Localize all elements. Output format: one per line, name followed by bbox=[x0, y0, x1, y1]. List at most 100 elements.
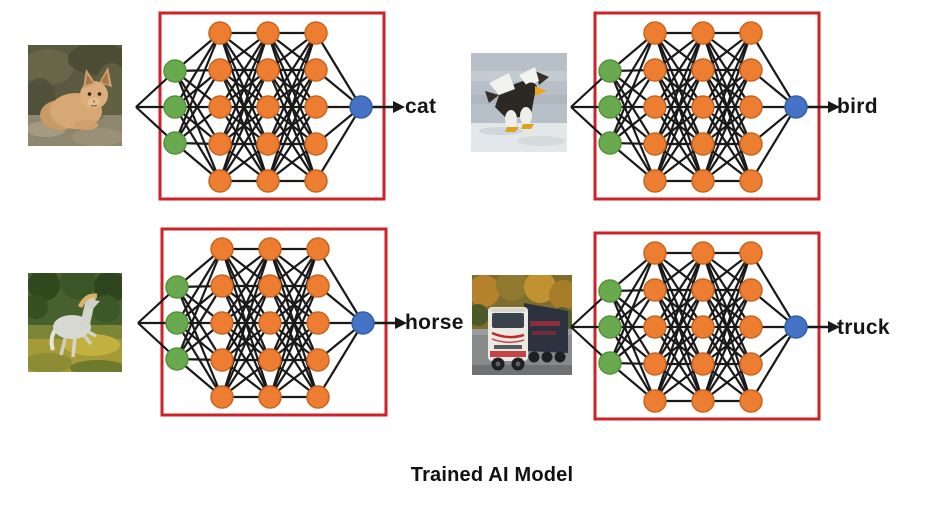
hidden-node bbox=[208, 95, 232, 119]
edge bbox=[654, 32, 704, 108]
hidden-node bbox=[643, 95, 667, 119]
hidden-node bbox=[258, 237, 282, 261]
output-arrowhead bbox=[395, 317, 407, 329]
hidden-node bbox=[643, 132, 667, 156]
input-node bbox=[598, 59, 622, 83]
edge bbox=[267, 32, 317, 108]
hidden-node bbox=[304, 58, 328, 82]
hidden-node bbox=[739, 315, 763, 339]
edge bbox=[315, 32, 362, 108]
hidden-node bbox=[691, 315, 715, 339]
output-node bbox=[784, 95, 808, 119]
hidden-node bbox=[643, 241, 667, 265]
edge bbox=[174, 69, 221, 144]
hidden-node bbox=[306, 311, 330, 335]
hidden-node bbox=[208, 132, 232, 156]
edge bbox=[654, 326, 704, 402]
hidden-node bbox=[210, 311, 234, 335]
output-node bbox=[349, 95, 373, 119]
hidden-node bbox=[306, 385, 330, 409]
edge bbox=[219, 32, 269, 108]
edge bbox=[218, 32, 270, 182]
hidden-node bbox=[739, 241, 763, 265]
edge bbox=[653, 32, 705, 145]
edge bbox=[317, 322, 364, 398]
hidden-node bbox=[739, 132, 763, 156]
edge bbox=[750, 32, 797, 108]
input-node bbox=[598, 351, 622, 375]
input-node bbox=[165, 311, 189, 335]
hidden-node bbox=[691, 389, 715, 413]
edge bbox=[268, 248, 320, 361]
hidden-node bbox=[691, 58, 715, 82]
edge bbox=[221, 322, 271, 398]
edge bbox=[315, 106, 362, 182]
edge bbox=[701, 252, 753, 365]
edge bbox=[268, 285, 320, 398]
edge bbox=[218, 69, 270, 182]
input-node bbox=[163, 131, 187, 155]
cat-photo bbox=[28, 45, 122, 146]
edge bbox=[702, 106, 752, 182]
input-node bbox=[598, 315, 622, 339]
edge bbox=[220, 285, 272, 398]
hidden-node bbox=[210, 385, 234, 409]
bird-network-diagram bbox=[570, 11, 840, 201]
edge bbox=[176, 285, 223, 360]
hidden-node bbox=[258, 311, 282, 335]
edge bbox=[701, 289, 753, 402]
hidden-node bbox=[691, 169, 715, 193]
edge bbox=[267, 106, 317, 182]
edge bbox=[268, 248, 320, 398]
hidden-node bbox=[739, 58, 763, 82]
output-arrowhead bbox=[393, 101, 405, 113]
truck-network-diagram bbox=[570, 231, 840, 421]
input-node bbox=[163, 59, 187, 83]
edge bbox=[218, 32, 270, 145]
hidden-node bbox=[258, 274, 282, 298]
hidden-node bbox=[208, 21, 232, 45]
truck-photo bbox=[472, 275, 572, 375]
hidden-node bbox=[256, 169, 280, 193]
hidden-node bbox=[739, 21, 763, 45]
edge bbox=[653, 252, 705, 365]
edge bbox=[702, 32, 752, 108]
input-node bbox=[165, 347, 189, 371]
hidden-node bbox=[304, 169, 328, 193]
hidden-node bbox=[643, 315, 667, 339]
edge bbox=[608, 252, 657, 364]
hidden-node bbox=[256, 95, 280, 119]
hidden-node bbox=[210, 237, 234, 261]
edge bbox=[654, 252, 704, 328]
hidden-node bbox=[210, 348, 234, 372]
hidden-node bbox=[739, 389, 763, 413]
hidden-node bbox=[643, 58, 667, 82]
hidden-node bbox=[691, 21, 715, 45]
edge bbox=[220, 248, 272, 361]
hidden-node bbox=[691, 241, 715, 265]
edge bbox=[701, 69, 753, 182]
hidden-node bbox=[256, 132, 280, 156]
edge bbox=[266, 32, 318, 182]
edge bbox=[608, 32, 657, 144]
input-node bbox=[598, 279, 622, 303]
input-node bbox=[598, 131, 622, 155]
hidden-node bbox=[210, 274, 234, 298]
hidden-node bbox=[739, 278, 763, 302]
edge bbox=[175, 248, 224, 360]
hidden-node bbox=[208, 58, 232, 82]
input-node bbox=[163, 95, 187, 119]
edge bbox=[609, 289, 656, 364]
horse-photo bbox=[28, 273, 122, 372]
edge bbox=[701, 32, 753, 182]
horse-output-label: horse bbox=[405, 311, 464, 334]
edge bbox=[750, 326, 797, 402]
horse-network-diagram bbox=[137, 227, 407, 417]
hidden-node bbox=[306, 237, 330, 261]
edge bbox=[266, 32, 318, 145]
input-node bbox=[165, 275, 189, 299]
bird-photo bbox=[471, 53, 567, 152]
edge bbox=[701, 32, 753, 145]
hidden-node bbox=[304, 95, 328, 119]
edge bbox=[750, 252, 797, 328]
